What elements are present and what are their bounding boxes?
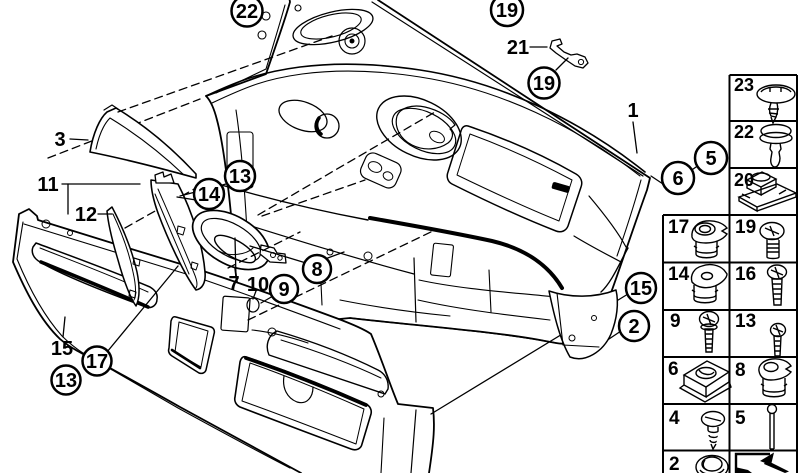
svg-text:12: 12 (75, 204, 97, 226)
svg-text:19: 19 (496, 0, 518, 22)
svg-text:6: 6 (668, 359, 679, 380)
svg-text:6: 6 (672, 168, 683, 190)
svg-text:19: 19 (735, 217, 756, 238)
svg-text:13: 13 (229, 166, 251, 188)
svg-text:15: 15 (630, 278, 652, 300)
svg-text:13: 13 (55, 370, 77, 392)
svg-text:16: 16 (735, 264, 756, 285)
svg-text:3: 3 (54, 129, 65, 151)
svg-text:9: 9 (278, 279, 289, 301)
svg-text:14: 14 (198, 184, 221, 206)
svg-text:22: 22 (236, 1, 258, 23)
svg-text:17: 17 (86, 351, 108, 373)
svg-text:11: 11 (37, 174, 58, 196)
svg-text:4: 4 (669, 408, 680, 429)
svg-text:10: 10 (247, 274, 269, 296)
svg-text:19: 19 (533, 73, 555, 95)
svg-text:20: 20 (734, 170, 754, 190)
svg-text:2: 2 (628, 316, 639, 338)
svg-text:5: 5 (705, 148, 716, 170)
svg-text:5: 5 (735, 408, 746, 429)
svg-text:15: 15 (51, 338, 73, 360)
svg-text:9: 9 (670, 311, 681, 332)
svg-text:2: 2 (669, 454, 680, 473)
svg-text:7: 7 (228, 273, 239, 295)
svg-text:21: 21 (507, 37, 529, 59)
svg-text:8: 8 (735, 360, 746, 381)
svg-text:1: 1 (627, 100, 638, 122)
svg-text:13: 13 (735, 311, 756, 332)
svg-text:8: 8 (311, 259, 322, 281)
svg-text:22: 22 (734, 122, 754, 142)
svg-text:23: 23 (734, 75, 754, 95)
svg-text:17: 17 (668, 217, 689, 238)
svg-text:14: 14 (668, 264, 690, 285)
